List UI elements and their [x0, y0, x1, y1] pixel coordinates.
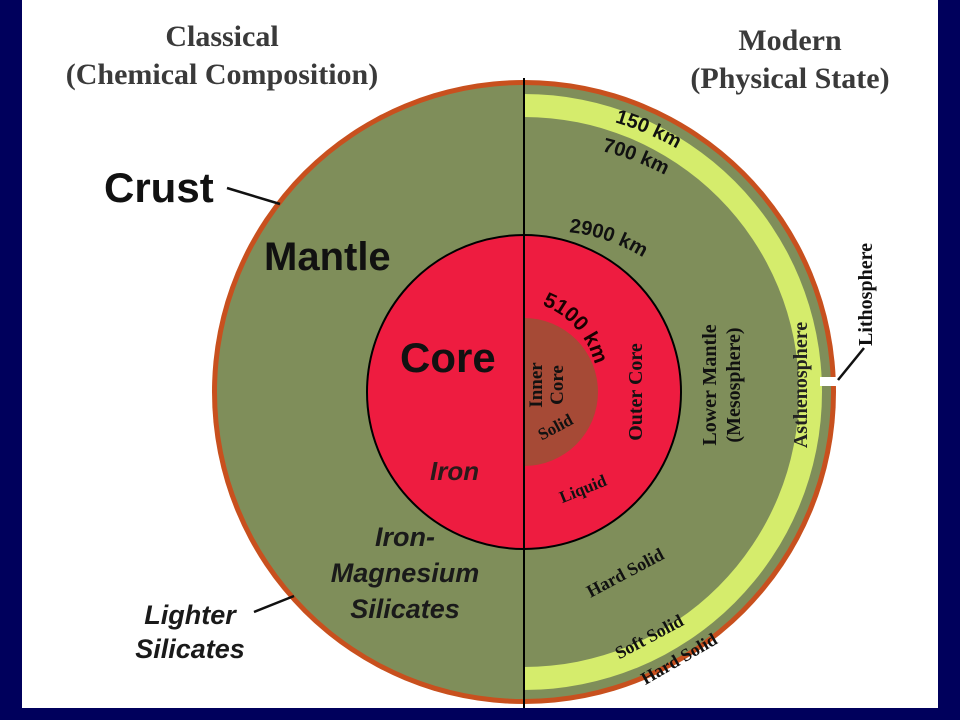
label-inner: Inner	[526, 362, 547, 408]
heading-chemical-composition: (Chemical Composition)	[66, 58, 378, 91]
label-core: Core	[400, 334, 496, 381]
label-mesosphere: (Mesosphere)	[723, 327, 745, 442]
lithosphere-marker	[820, 377, 836, 386]
label-mantle: Mantle	[264, 235, 391, 279]
crust-leader	[226, 186, 281, 206]
diagram-frame: Classical (Chemical Composition) Modern …	[22, 0, 938, 708]
label-iron: Iron	[430, 456, 479, 486]
label-crust: Crust	[104, 164, 214, 211]
label-lighter-silicates-2: Silicates	[135, 634, 245, 664]
label-lithosphere: Lithosphere	[855, 243, 877, 346]
label-lower-mantle: Lower Mantle	[699, 324, 721, 445]
lighter-silicates-leader	[253, 594, 295, 614]
label-lighter-silicates-1: Lighter	[144, 600, 237, 630]
label-asthenosphere: Asthenosphere	[790, 322, 812, 448]
heading-modern: Modern	[738, 24, 842, 57]
label-iron-magnesium-1: Iron-	[375, 522, 435, 552]
inner-core-layer	[524, 318, 598, 466]
label-iron-magnesium-3: Silicates	[350, 594, 460, 624]
label-inner-core: Core	[547, 365, 568, 405]
label-outer-core: Outer Core	[625, 343, 647, 441]
heading-physical-state: (Physical State)	[690, 62, 889, 95]
label-iron-magnesium-2: Magnesium	[331, 558, 480, 588]
heading-classical: Classical	[165, 20, 278, 53]
earth-layers-diagram: Classical (Chemical Composition) Modern …	[66, 20, 890, 708]
lithosphere-leader	[837, 347, 865, 381]
